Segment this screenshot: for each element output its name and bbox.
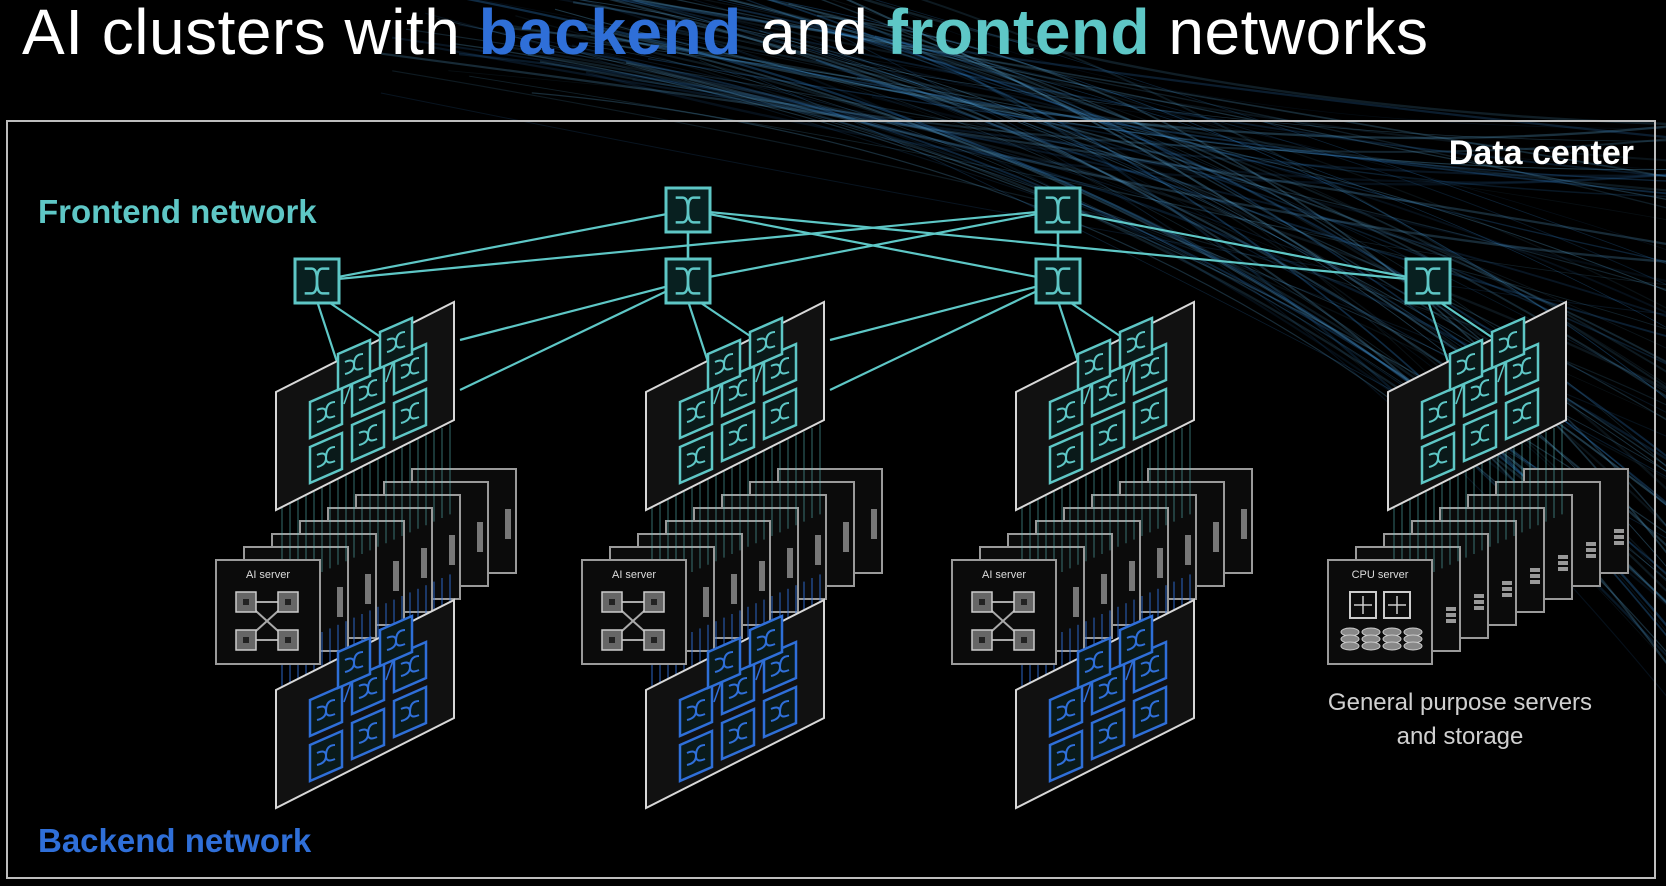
switch-icon [350,707,386,761]
backend-fabric-plane [275,598,455,810]
switch-icon [392,685,428,739]
ai-cluster: AI server [215,300,517,810]
backend-fabric-plane [1015,598,1195,810]
switch-icon [706,338,742,392]
switch-icon [1118,316,1154,370]
switch-icon [762,387,798,441]
title-keyword-backend: backend [478,0,742,68]
cpu-server-card: CPU server [1327,559,1433,665]
switch-icon [678,729,714,783]
switch-icon [762,685,798,739]
switch-icon [308,431,344,485]
switch-icon [378,614,414,668]
frontend-leaf-plane [1015,300,1195,512]
switch-icon [1076,338,1112,392]
spine-switch-icon [664,186,712,234]
server-label: AI server [246,569,290,581]
switch-icon [1090,707,1126,761]
ai-server-card: AI server [215,559,321,665]
leaf-switch-icon [1404,257,1452,305]
switch-icon [748,614,784,668]
ai-cluster: AI server [581,300,883,810]
switch-icon [336,636,372,690]
spine-switch-icon [1034,186,1082,234]
switch-icon [392,387,428,441]
switch-icon [720,707,756,761]
ai-server-card: AI server [581,559,687,665]
ai-cluster: AI server [951,300,1253,810]
switch-icon [678,431,714,485]
switch-icon [748,316,784,370]
data-center-label: Data center [1448,134,1634,172]
disk-stack-icon [1340,627,1423,651]
leaf-switch-icon [664,257,712,305]
switch-icon [1048,386,1084,440]
server-label: CPU server [1352,569,1409,581]
leaf-switch-icon [1034,257,1082,305]
switch-icon [1076,636,1112,690]
switch-icon [720,409,756,463]
server-label: AI server [612,569,656,581]
data-center-frame [6,120,1656,879]
frontend-leaf-plane [1387,300,1567,512]
leaf-switch-icon [293,257,341,305]
switch-icon [1420,431,1456,485]
switch-icon [706,636,742,690]
switch-icon [678,684,714,738]
cpu-chip-icon [1349,591,1411,619]
switch-icon [1420,386,1456,440]
switch-icon [1048,729,1084,783]
general-purpose-label: General purpose servers and storage [1327,689,1593,750]
switch-icon [336,338,372,392]
backend-network-label: Backend network [38,822,312,859]
frontend-leaf-plane [645,300,825,512]
switch-icon [1132,387,1168,441]
switch-icon [378,316,414,370]
switch-icon [1132,685,1168,739]
title-text-1: AI clusters with [22,0,479,68]
gpu-chip-icon [235,591,299,651]
switch-icon [1490,316,1526,370]
switch-icon [1504,387,1540,441]
switch-icon [1048,431,1084,485]
switch-icon [308,386,344,440]
backend-fabric-plane [645,598,825,810]
switch-icon [1448,338,1484,392]
switch-icon [1090,409,1126,463]
switch-icon [678,386,714,440]
title-text-2: and [741,0,887,68]
ai-server-card: AI server [951,559,1057,665]
frontend-leaf-plane [275,300,455,512]
title-keyword-frontend: frontend [886,0,1151,68]
switch-icon [1462,409,1498,463]
switch-icon [308,684,344,738]
gpu-chip-icon [601,591,665,651]
frontend-network-links [315,208,1494,391]
switch-icon [1048,684,1084,738]
server-label: AI server [982,569,1026,581]
frontend-network-label: Frontend network [38,193,317,230]
switch-icon [308,729,344,783]
switch-icon [350,409,386,463]
cpu-cluster: CPU server [1327,300,1629,665]
switch-icon [1118,614,1154,668]
title-text-3: networks [1150,0,1429,68]
slide-title: AI clusters with backend and frontend ne… [22,0,1429,68]
gpu-chip-icon [971,591,1035,651]
